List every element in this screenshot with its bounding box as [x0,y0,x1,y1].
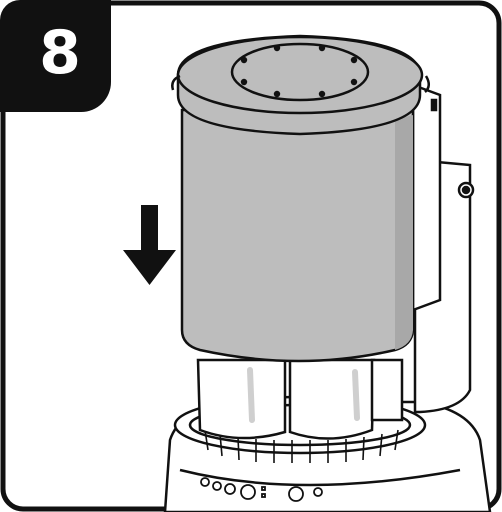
cover-lid [171,34,430,136]
lid-bolts [240,44,358,98]
control-button [200,477,210,487]
control-button [240,484,256,500]
lid-bolt [273,90,281,98]
lid-bolt [273,44,281,52]
cover-body [180,108,415,363]
control-panel [200,477,323,502]
lid-bolt [318,90,326,98]
juice-jars [196,358,404,440]
lid-bolt [350,78,358,86]
control-button [224,483,236,495]
step-number: 8 [39,18,81,88]
appliance-housing [411,83,475,414]
down-arrow-icon [123,205,176,285]
lid-bolt [240,56,248,64]
control-button [313,487,323,497]
lid-bolt [318,44,326,52]
control-button [212,481,222,491]
lid-top-disc [230,42,370,102]
lid-bolt [240,78,248,86]
lid-bolt [350,56,358,64]
control-indicator [261,486,266,491]
control-indicator [261,493,266,498]
gear-ring [204,429,399,463]
control-button [288,486,304,502]
jar-highlights [247,367,360,423]
step-badge: 8 [0,0,111,112]
